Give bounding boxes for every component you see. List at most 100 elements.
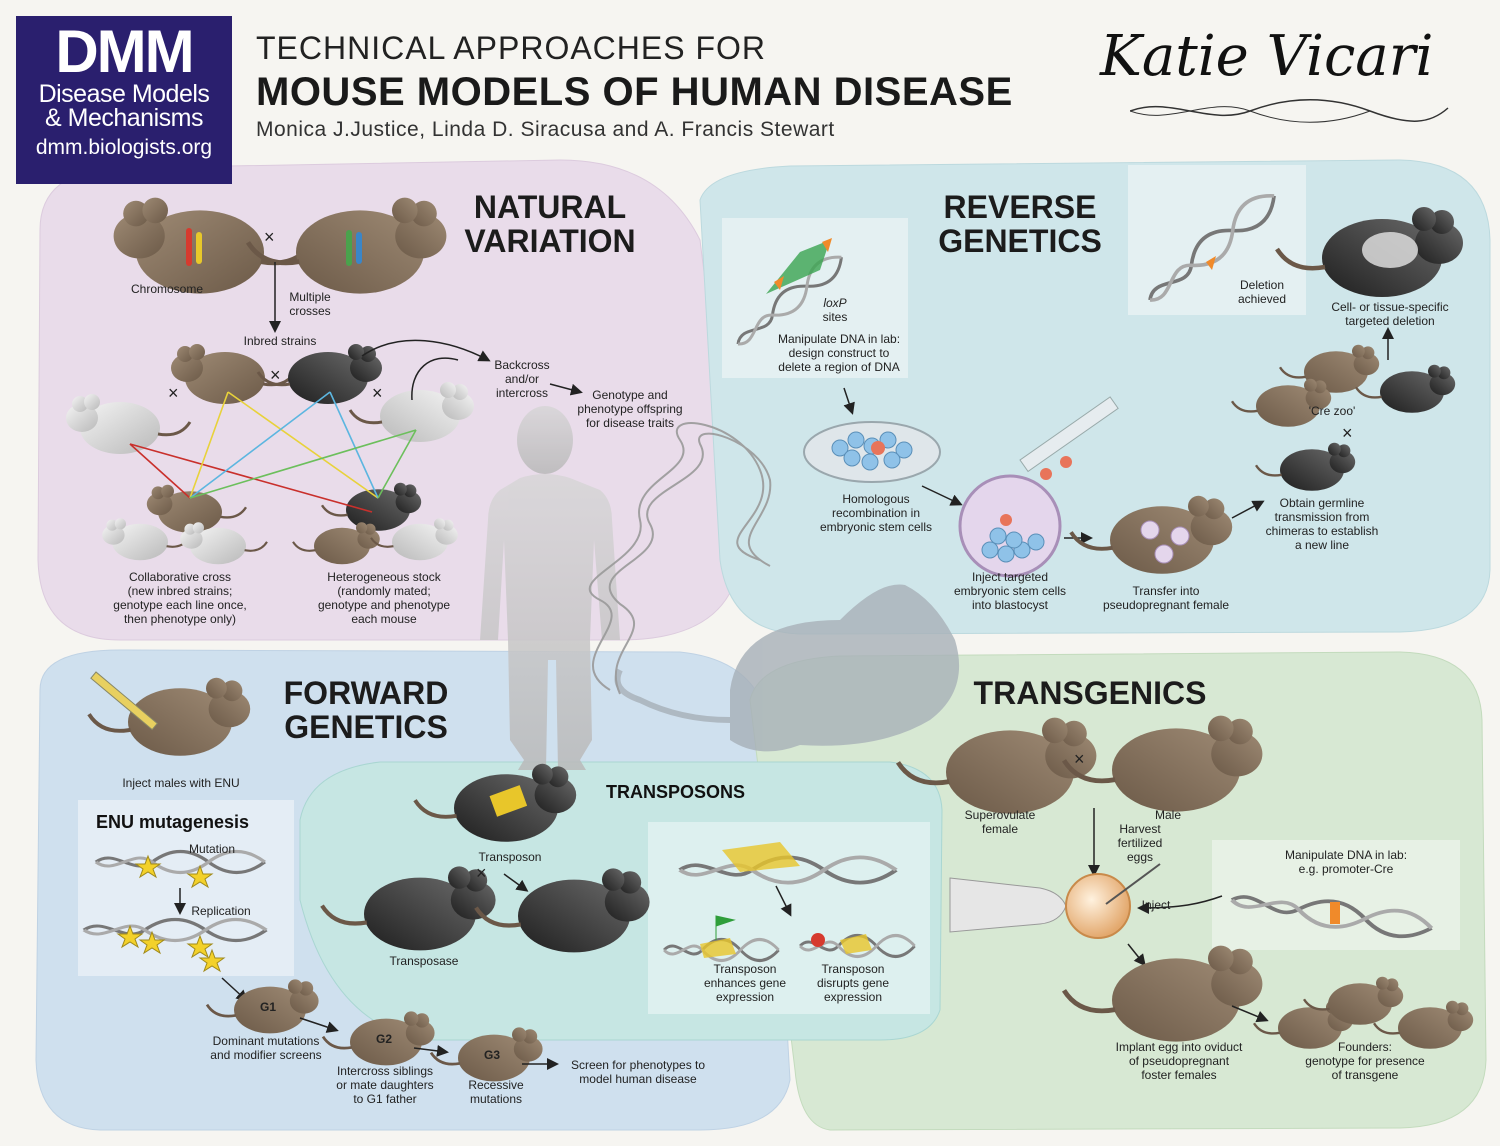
superovulate-l1: Superovulate	[964, 808, 1036, 822]
mutation-label: Mutation	[188, 842, 236, 856]
transposon-badge	[489, 785, 528, 817]
g1-label: G1	[259, 1000, 276, 1014]
stem-cells	[831, 431, 913, 471]
screen-l2: model human disease	[579, 1072, 697, 1086]
forward-title-l1: FORWARD	[283, 675, 449, 711]
artist-signature: Katie Vicari	[1100, 24, 1434, 89]
germline-transmission-label: Obtain germline transmission from chimer…	[1256, 496, 1388, 552]
transfer-l1: Transfer into	[1132, 584, 1200, 598]
disrupts-l2: disrupts gene	[816, 976, 890, 990]
cross-symbol-6: ×	[476, 863, 487, 883]
homol-l2: recombination in	[831, 506, 921, 520]
chromosome-yellow	[196, 232, 202, 264]
hetero-l4: each mouse	[351, 612, 417, 626]
reverse-genetics-title: REVERSE GENETICS	[910, 190, 1130, 258]
blastocyst-cells	[981, 527, 1045, 563]
green-flag-icon	[715, 915, 736, 940]
transposase-label: Transposase	[389, 954, 459, 968]
disrupts-l3: expression	[823, 990, 883, 1004]
multiple-crosses-label: Multiple crosses	[280, 290, 340, 318]
natural-title-l1: NATURAL	[473, 189, 627, 225]
forward-genetics-title: FORWARD GENETICS	[256, 676, 476, 744]
natural-variation-title: NATURAL VARIATION	[440, 190, 660, 258]
loxp-label: loxP sites	[810, 296, 860, 324]
inject-es-cells-label: Inject targeted embryonic stem cells int…	[940, 570, 1080, 612]
signature-flourish-icon	[1130, 99, 1449, 123]
injection-pipette	[1105, 863, 1161, 905]
inject-l1: Inject targeted	[971, 570, 1049, 584]
cross-symbol-2: ×	[270, 365, 281, 385]
dmm-logo[interactable]: DMM Disease Models & Mechanisms dmm.biol…	[16, 16, 232, 184]
collab-l3: genotype each line once,	[113, 598, 247, 612]
g3-label: G3	[483, 1048, 500, 1062]
collab-mouse-3	[179, 521, 269, 566]
chromosome-green	[346, 230, 352, 266]
deletion-achieved-label: Deletion achieved	[1232, 278, 1292, 306]
backcross-label: Backcross and/or intercross	[484, 358, 560, 400]
obtain-l2: transmission from	[1274, 510, 1370, 524]
enu-inset	[78, 800, 294, 976]
genotype-l2: phenotype offspring	[577, 402, 683, 416]
multiple-crosses-l2: crosses	[289, 304, 331, 318]
manip-l2: design construct to	[788, 346, 890, 360]
hetero-l3: genotype and phenotype	[317, 598, 451, 612]
manipulate-dna-label: Manipulate DNA in lab: design construct …	[766, 332, 912, 374]
chimera-black-mouse	[1254, 441, 1357, 492]
cross-symbol-4: ×	[372, 383, 383, 403]
cre-insert	[1330, 902, 1340, 924]
enhances-l2: enhances gene	[703, 976, 787, 990]
human-silhouette	[480, 406, 620, 770]
cre-zoo-mouse-1	[1278, 343, 1381, 394]
inject-l2: embryonic stem cells	[953, 584, 1067, 598]
disrupts-l1: Transposon	[821, 962, 885, 976]
syringe	[90, 671, 158, 731]
fertilized-egg	[1065, 873, 1131, 939]
harvest-l1: Harvest	[1119, 822, 1161, 836]
tg-manip-l1: Manipulate DNA in lab:	[1284, 848, 1408, 862]
homologous-recombination-label: Homologous recombination in embryonic st…	[808, 492, 944, 534]
cre-zoo-mouse-2	[1230, 377, 1333, 428]
superovulate-l2: female	[981, 822, 1019, 836]
harvest-l3: eggs	[1126, 850, 1154, 864]
logo-abbr: DMM	[55, 18, 194, 85]
promoter-cre-label: Manipulate DNA in lab: e.g. promoter-Cre	[1276, 848, 1416, 876]
cross-lines	[129, 391, 417, 513]
loxp-site-1	[774, 276, 784, 290]
intercross-l2: or mate daughters	[336, 1078, 434, 1092]
g2-label: G2	[375, 1032, 392, 1046]
transposon-label: Transposon	[478, 850, 542, 864]
dominant-l2: and modifier screens	[210, 1048, 322, 1062]
targeted-stem-cell	[871, 441, 885, 455]
cross-symbol-7: ×	[1074, 749, 1085, 769]
transferred-embryos	[1140, 520, 1190, 564]
cross-symbol-1: ×	[264, 227, 275, 247]
loxp-site-2	[822, 238, 832, 252]
implant-l2: of pseudopregnant	[1128, 1054, 1230, 1068]
founders-label: Founders: genotype for presence of trans…	[1290, 1040, 1440, 1082]
homol-l3: embryonic stem cells	[819, 520, 933, 534]
logo-line2: & Mechanisms	[45, 104, 203, 132]
loxp-inset	[722, 218, 908, 378]
dominant-mutations-label: Dominant mutations and modifier screens	[196, 1034, 336, 1062]
cell-l1: Cell- or tissue-specific	[1331, 300, 1449, 314]
transposons-title: TRANSPOSONS	[606, 782, 746, 802]
screen-l1: Screen for phenotypes to	[570, 1058, 706, 1072]
recessive-l2: mutations	[469, 1092, 523, 1106]
inject-label: Inject	[1141, 898, 1171, 912]
disrupts-label: Transposon disrupts gene expression	[808, 962, 898, 1004]
founders-l2: genotype for presence	[1305, 1054, 1425, 1068]
enhances-l1: Transposon	[713, 962, 777, 976]
harvest-label: Harvest fertilized eggs	[1110, 822, 1170, 864]
offspring-mouse	[476, 868, 650, 952]
multiple-crosses-l1: Multiple	[289, 290, 331, 304]
intercross-l1: Intercross siblings	[336, 1064, 434, 1078]
hetero-mouse-1	[320, 481, 423, 532]
transposase-mouse	[322, 866, 496, 950]
transgenics-title: TRANSGENICS	[973, 675, 1207, 711]
reverse-title-l2: GENETICS	[938, 223, 1102, 259]
genotype-phenotype-label: Genotype and phenotype offspring for dis…	[560, 388, 700, 430]
forward-title-l2: GENETICS	[284, 709, 448, 745]
hetero-l1: Heterogeneous stock	[327, 570, 441, 584]
foster-female-mouse	[1064, 946, 1262, 1042]
